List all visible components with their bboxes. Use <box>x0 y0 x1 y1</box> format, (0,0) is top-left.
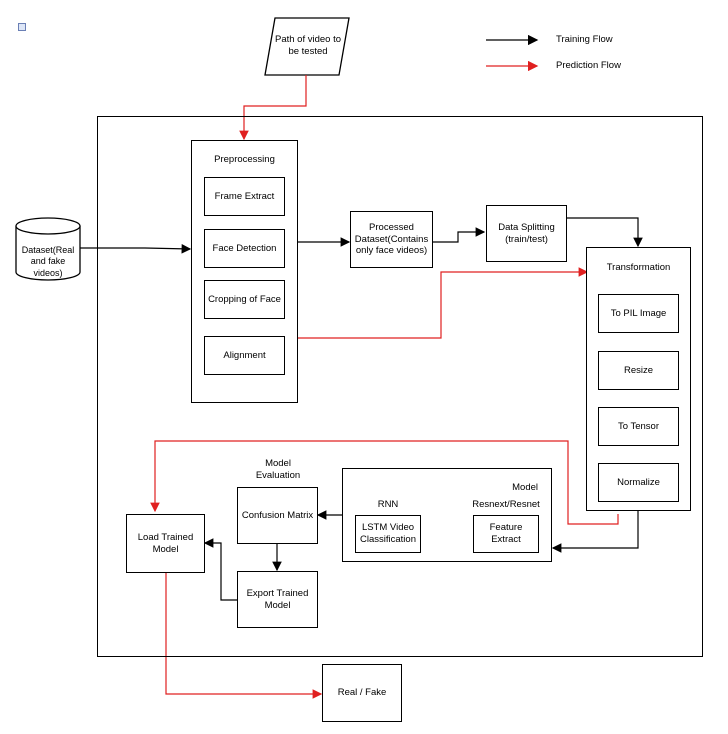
face-detection-box: Face Detection <box>204 229 285 268</box>
data-splitting-box: Data Splitting (train/test) <box>486 205 567 262</box>
resnext-label: Resnext/Resnet <box>472 499 540 510</box>
processed-dataset-box: Processed Dataset(Contains only face vid… <box>350 211 433 268</box>
result-box: Real / Fake <box>322 664 402 722</box>
dataset-label: Dataset(Real and fake videos) <box>21 245 75 278</box>
preprocessing-title: Preprocessing <box>214 154 275 165</box>
feature-extract-box: Feature Extract <box>473 515 539 553</box>
image-placeholder-icon <box>18 23 26 31</box>
load-to-result <box>165 573 323 699</box>
load-model-box: Load Trained Model <box>126 514 205 573</box>
export-model-box: Export Trained Model <box>237 571 318 628</box>
model-title: Model <box>512 482 538 493</box>
to-pil-box: To PIL Image <box>598 294 679 333</box>
alignment-box: Alignment <box>204 336 285 375</box>
dataset-cylinder <box>15 217 81 281</box>
cropping-box: Cropping of Face <box>204 280 285 319</box>
to-tensor-box: To Tensor <box>598 407 679 446</box>
lstm-box: LSTM Video Classification <box>355 515 421 553</box>
system-boundary <box>97 116 703 657</box>
export-to-load <box>203 538 238 601</box>
normalize-box: Normalize <box>598 463 679 502</box>
transformation-title: Transformation <box>606 262 671 273</box>
video-path-shape <box>264 17 350 76</box>
preprocessing-to-transformation <box>297 267 589 339</box>
frame-extract-box: Frame Extract <box>204 177 285 216</box>
video-to-preprocessing <box>239 75 307 141</box>
legend-training-label: Training Flow <box>556 34 613 45</box>
transformation-to-load <box>150 440 619 525</box>
rnn-label: RNN <box>377 499 399 510</box>
splitting-to-transformation <box>566 217 643 248</box>
dataset-to-preprocessing <box>80 244 192 254</box>
confusion-matrix-box: Confusion Matrix <box>237 487 318 544</box>
video-path-label: Path of video to be tested <box>274 34 342 57</box>
model-evaluation-label: Model Evaluation <box>255 458 301 481</box>
transformation-to-model <box>551 511 639 553</box>
resize-box: Resize <box>598 351 679 390</box>
legend-prediction-label: Prediction Flow <box>556 60 621 71</box>
processed-to-splitting <box>433 227 486 243</box>
